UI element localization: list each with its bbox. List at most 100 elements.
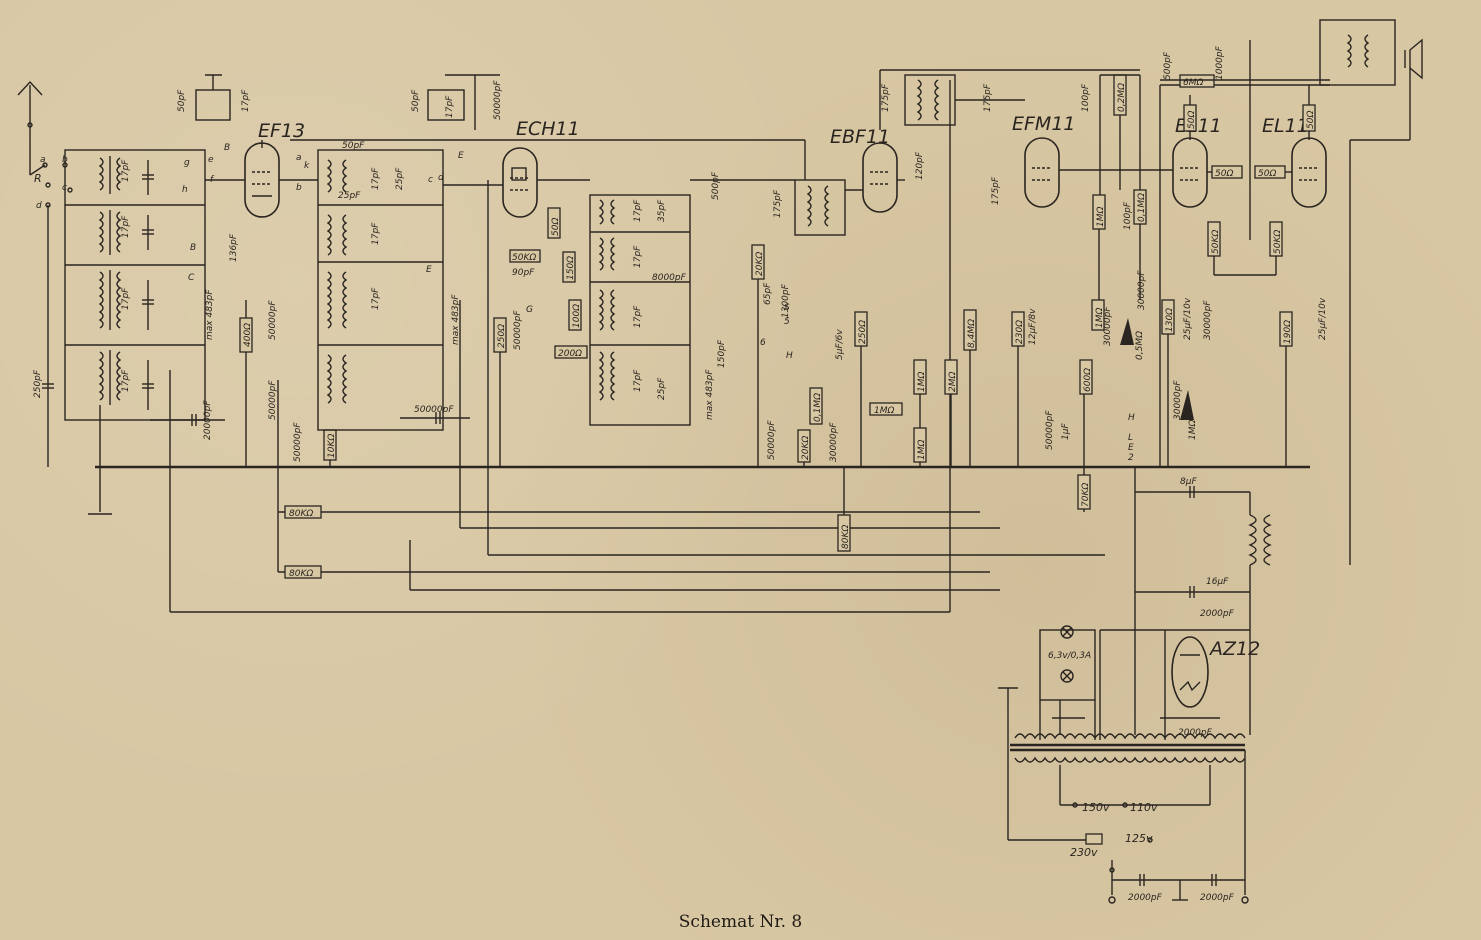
label-50ohm-b: 50Ω bbox=[1215, 169, 1233, 179]
antenna-icon bbox=[17, 80, 43, 96]
label-1mohm-c: 1MΩ bbox=[917, 440, 927, 460]
misc-wiring bbox=[205, 74, 1310, 740]
label-17pf-h: 17pF bbox=[633, 245, 643, 268]
sw-label-1: b bbox=[62, 155, 68, 165]
sw-label-13: a bbox=[296, 153, 302, 163]
resistor-150 bbox=[562, 251, 576, 283]
label-50pf-a: 50pF bbox=[177, 89, 187, 112]
label-17pf-b: 17pF bbox=[445, 95, 455, 118]
resistor-6m bbox=[1179, 74, 1215, 88]
sw-label-17: c bbox=[428, 175, 433, 185]
resistor-1m-a bbox=[869, 402, 903, 416]
label-el11-a: EL11 bbox=[1175, 115, 1222, 137]
label-17pf-a: 17pF bbox=[241, 89, 251, 112]
tube-efm11 bbox=[1024, 137, 1060, 208]
label-30000pf-b: 30000pF bbox=[1137, 270, 1147, 310]
label-30000pf-e: 30000pF bbox=[1173, 380, 1183, 420]
osc-coils-middle bbox=[589, 194, 691, 426]
tube-el11-a bbox=[1172, 137, 1208, 208]
sw-label-20: H bbox=[786, 351, 793, 361]
if-transformer-1 bbox=[794, 179, 846, 236]
sw-label-6: g bbox=[184, 158, 190, 168]
label-30000pf-a: 30000pF bbox=[829, 422, 839, 462]
label-17pf-coil4: 17pF bbox=[121, 369, 131, 392]
label-2mohm: 2MΩ bbox=[948, 372, 958, 392]
tone-pot-arrow bbox=[1180, 390, 1194, 420]
label-250ohm-b: 250Ω bbox=[858, 320, 868, 344]
label-lamp: 6,3v/0,3A bbox=[1048, 651, 1091, 661]
label-17pf-g: 17pF bbox=[633, 199, 643, 222]
label-100pf-b: 100pF bbox=[1123, 201, 1133, 230]
input-coil-block bbox=[64, 149, 206, 421]
label-125v: 125v bbox=[1125, 832, 1153, 845]
label-500pf-a: 500pF bbox=[711, 171, 721, 200]
label-100ohm: 100Ω bbox=[572, 304, 582, 328]
label-200ohm: 200Ω bbox=[558, 349, 582, 359]
label-el11-b: EL11 bbox=[1262, 115, 1309, 137]
tuning-caps-top-left bbox=[195, 74, 231, 121]
label-6mohm: 6MΩ bbox=[1183, 78, 1203, 88]
sw-label-25: L bbox=[1128, 433, 1133, 443]
label-az12: AZ12 bbox=[1208, 638, 1260, 660]
label-175pf-a: 175pF bbox=[773, 189, 783, 218]
label-1mohm-e: 1MΩ bbox=[1096, 207, 1106, 227]
resistor-01m-a bbox=[809, 387, 823, 425]
label-25pf-a: 25pF bbox=[338, 191, 361, 201]
coil-group-3 bbox=[98, 270, 122, 330]
label-50000pf-f: 50000pF bbox=[767, 420, 777, 460]
sw-label-19: G bbox=[526, 305, 533, 315]
label-175pf-d: 175pF bbox=[991, 176, 1001, 205]
label-100pf-a: 100pF bbox=[1081, 83, 1091, 112]
sw-label-26: E bbox=[1128, 443, 1134, 453]
label-20kohm-b: 20KΩ bbox=[801, 436, 811, 460]
label-30000pf-c: 30000pF bbox=[1103, 306, 1113, 346]
tube-ef13 bbox=[244, 140, 280, 218]
sw-label-4: R bbox=[34, 172, 42, 185]
label-1mohm-g: 1MΩ bbox=[1188, 420, 1198, 440]
sw-label-5: B bbox=[224, 143, 230, 153]
label-80kohm-b: 80KΩ bbox=[289, 569, 313, 579]
label-8000pf: 8000pF bbox=[652, 273, 687, 283]
label-50ohm-c: 50Ω bbox=[1306, 111, 1316, 129]
switch-labels: a b c d R B g h e f B C E a k b E c d G … bbox=[34, 143, 1135, 463]
sw-label-24: H bbox=[1128, 413, 1135, 423]
label-efm11: EFM11 bbox=[1012, 113, 1076, 135]
label-80kohm-v: 80KΩ bbox=[841, 525, 851, 549]
label-50kohm-b: 50KΩ bbox=[1273, 230, 1283, 254]
label-16uf: 16μF bbox=[1206, 577, 1229, 587]
label-230ohm: 230Ω bbox=[1015, 320, 1025, 344]
sw-label-18: d bbox=[438, 173, 444, 183]
label-17pf-coil1: 17pF bbox=[121, 159, 131, 182]
resistor-1m-f bbox=[1091, 299, 1105, 331]
label-1000pf: 1000pF bbox=[1215, 45, 1225, 80]
resistor-80k-a bbox=[284, 505, 322, 519]
label-17pf-e: 17pF bbox=[371, 222, 381, 245]
label-150ohm: 150Ω bbox=[566, 256, 576, 280]
sw-label-11: C bbox=[188, 273, 195, 283]
label-17pf-f: 17pF bbox=[371, 287, 381, 310]
coil-group-2 bbox=[98, 210, 122, 255]
label-250ohm: 250Ω bbox=[497, 324, 507, 348]
label-8uf: 8μF bbox=[1180, 477, 1197, 487]
label-5uf: 5μF/6v bbox=[835, 329, 845, 360]
output-transformer bbox=[1319, 19, 1396, 86]
label-50000pf-g: 50000pF bbox=[1045, 410, 1055, 450]
antenna-contact bbox=[27, 122, 33, 128]
label-50000pf-e: 50000pF bbox=[513, 310, 523, 350]
label-500pf-b: 500pF bbox=[1163, 51, 1173, 80]
label-max483-a: max 483pF bbox=[205, 289, 215, 340]
tube-ebf11 bbox=[862, 142, 898, 213]
label-400ohm: 400Ω bbox=[243, 323, 253, 347]
filter-choke bbox=[1248, 514, 1272, 566]
tube-ech11 bbox=[502, 147, 538, 218]
label-20kohm: 20KΩ bbox=[755, 252, 765, 276]
tuning-caps-top-ech bbox=[427, 74, 500, 130]
label-2000pf-a: 2000pF bbox=[1200, 609, 1235, 619]
label-50kohm-a: 50KΩ bbox=[1211, 230, 1221, 254]
label-50000pf-a: 50000pF bbox=[268, 300, 278, 340]
tube-el11-b bbox=[1291, 137, 1327, 208]
sw-label-16: E bbox=[426, 265, 432, 275]
label-30000pf-d: 30000pF bbox=[1203, 300, 1213, 340]
sw-label-27: 2 bbox=[1128, 453, 1134, 463]
